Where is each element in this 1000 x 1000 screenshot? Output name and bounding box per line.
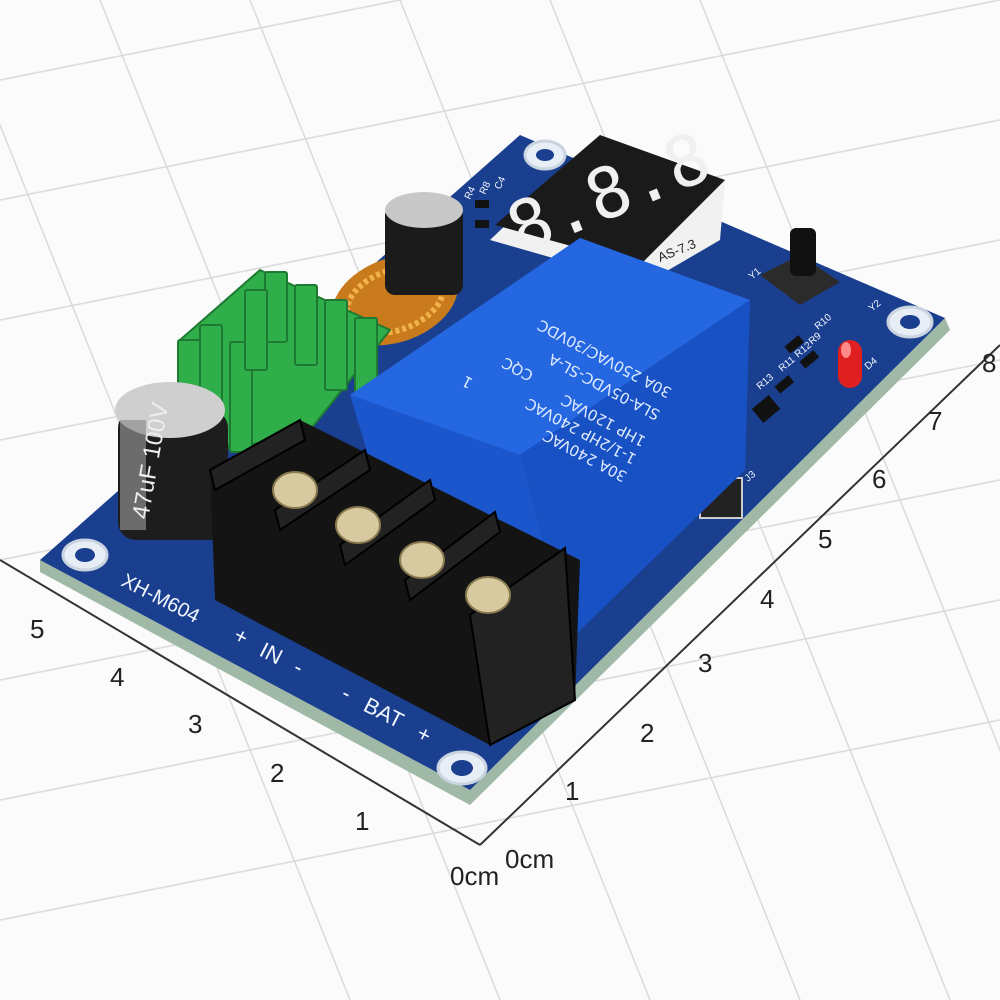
terminal-block: [208, 418, 580, 747]
mounting-holes: [61, 139, 934, 786]
ruler-left-labels: 0cm 1 2 3 4 5: [30, 614, 499, 891]
ruler-axes: [0, 344, 1000, 846]
silk-label: R8: [478, 180, 494, 197]
tick-label: 6: [872, 464, 886, 494]
tick-label: 1: [355, 806, 369, 836]
tick-label: 2: [640, 718, 654, 748]
terminal-screws: [272, 471, 511, 614]
tick-label: 4: [110, 662, 124, 692]
silk-label: C4: [493, 175, 509, 192]
tick-label: 2: [270, 758, 284, 788]
ruler-right-labels: 0cm 1 2 3 4 5 6 7 8: [505, 348, 996, 874]
red-led: [838, 340, 862, 388]
relay: SLA-05VDC-SL-A 30A 250VAC/30VDC 1HP 120V…: [350, 238, 750, 640]
screw-icon: [465, 576, 511, 614]
push-button[interactable]: [760, 228, 840, 305]
screw-icon: [272, 471, 318, 509]
tick-label: 5: [30, 614, 44, 644]
capacitor-large: 47uF 100V: [115, 382, 228, 540]
tick-label: 0cm: [450, 861, 499, 891]
capacitor-small: [385, 192, 463, 295]
tick-label: 7: [928, 406, 942, 436]
tick-label: 5: [818, 524, 832, 554]
tick-label: 4: [760, 584, 774, 614]
tick-label: 1: [565, 776, 579, 806]
tick-label: 3: [698, 648, 712, 678]
screw-icon: [399, 541, 445, 579]
tick-label: 8: [982, 348, 996, 378]
screw-icon: [335, 506, 381, 544]
silk-label: R4: [463, 185, 479, 202]
tick-label: 3: [188, 709, 202, 739]
pcb-edge: [40, 318, 950, 805]
tick-label: 0cm: [505, 844, 554, 874]
